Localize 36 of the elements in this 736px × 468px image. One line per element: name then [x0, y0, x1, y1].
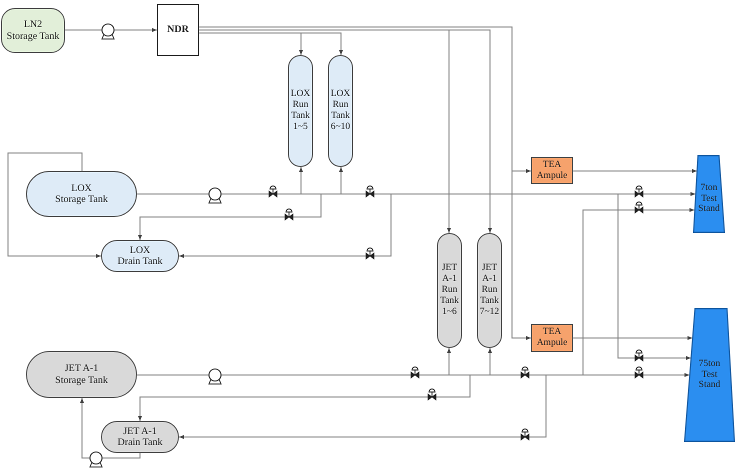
process-box	[157, 4, 199, 56]
node-label: 75ton Test Stand	[698, 358, 722, 392]
pipe-arrow	[136, 374, 470, 422]
run-tank	[288, 55, 313, 167]
pipe-arrow	[572, 169, 698, 173]
node-label: LOX Run Tank 1~5	[290, 89, 312, 133]
node-label: JET A-1 Run Tank 1~6	[439, 263, 460, 318]
storage-tank	[26, 351, 137, 398]
node-label: TEA Ampule	[536, 160, 568, 182]
storage-tank	[26, 171, 137, 217]
test-stand	[684, 308, 735, 442]
pipe-arrow	[64, 28, 158, 32]
ampule-box	[531, 324, 573, 352]
node-label: LOX Drain Tank	[118, 244, 162, 268]
run-tank	[437, 233, 462, 348]
node-label: LN2 Storage Tank	[6, 19, 60, 42]
storage-tank	[1, 8, 65, 53]
node-label: LOX Storage Tank	[55, 182, 108, 206]
run-tank	[477, 233, 502, 348]
pipe-arrow	[572, 336, 694, 340]
node-label: JET A-1 Run Tank 7~12	[478, 263, 500, 318]
node-label: JET A-1 Drain Tank	[118, 426, 162, 448]
drain-tank	[101, 421, 179, 453]
pipe-arrow	[80, 398, 140, 458]
ampule-box	[531, 157, 573, 184]
node-label: 7ton Test Stand	[697, 182, 721, 216]
pipe-arrow	[8, 152, 102, 258]
node-label: LOX Run Tank 6~10	[330, 89, 352, 133]
node-label: NDR	[167, 24, 189, 36]
node-label: TEA Ampule	[536, 327, 568, 349]
pipe-arrow	[136, 194, 322, 240]
node-label: JET A-1 Storage Tank	[55, 363, 108, 386]
run-tank	[328, 55, 353, 167]
pipe-arrow	[198, 32, 343, 56]
drain-tank	[101, 240, 179, 272]
test-stand	[693, 155, 725, 233]
